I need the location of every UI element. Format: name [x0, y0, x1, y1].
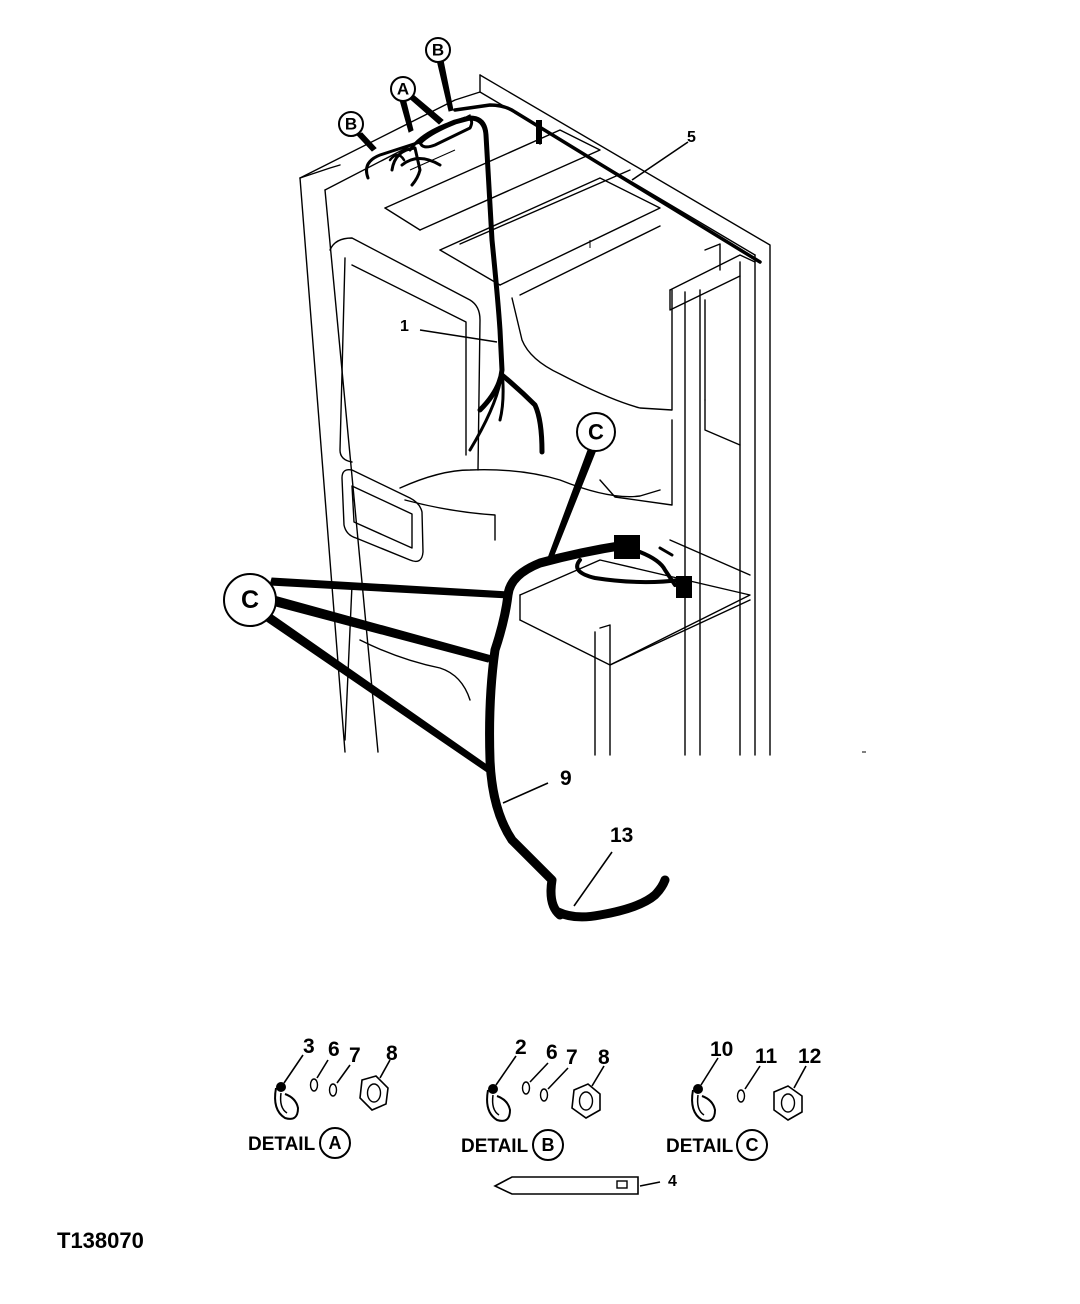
svg-text:C: C [588, 420, 604, 445]
detail-a-label: DETAIL [248, 1134, 316, 1155]
bubble-c-upper: C [576, 412, 616, 452]
bubble-c-lower: C [223, 573, 277, 627]
nut [359, 1075, 389, 1111]
detail-c-part-10: 10 [710, 1038, 733, 1061]
leader-5 [631, 141, 689, 181]
connector [676, 576, 692, 598]
detail-c-clamp [691, 1084, 717, 1122]
callout-9: 9 [560, 767, 572, 790]
detail-b-clamp [486, 1084, 512, 1122]
leader-lines [261, 59, 689, 1187]
detail-b-part-2: 2 [515, 1036, 527, 1059]
detail-b-letter: B [542, 1135, 555, 1155]
detail-b-label: DETAIL [461, 1136, 529, 1157]
bubble-b-top: B [425, 37, 451, 63]
detail-a: 3 6 7 8 DETAIL A [248, 1035, 398, 1159]
harness-9 [485, 535, 692, 920]
washer [736, 1089, 746, 1103]
svg-text:C: C [241, 586, 259, 614]
detail-a-letter: A [329, 1133, 342, 1153]
detail-b: 2 6 7 8 DETAIL B [461, 1036, 610, 1161]
callout-4: 4 [668, 1173, 677, 1190]
washer [309, 1078, 319, 1092]
connector [614, 535, 640, 559]
detail-c-letter: C [746, 1135, 759, 1155]
detail-a-part-6: 6 [328, 1038, 340, 1061]
roof-clip [536, 120, 542, 144]
harness-13 [553, 875, 670, 922]
detail-a-part-3: 3 [303, 1035, 315, 1058]
detail-c-part-12: 12 [798, 1045, 821, 1068]
detail-c: 10 11 12 DETAIL C [666, 1038, 821, 1161]
callout-13: 13 [610, 824, 633, 847]
lock-washer [328, 1083, 338, 1097]
detail-a-part-8: 8 [386, 1042, 398, 1065]
cab-frame [299, 74, 866, 756]
callout-5: 5 [687, 129, 696, 146]
callout-1: 1 [400, 318, 409, 335]
svg-text:A: A [397, 80, 409, 99]
harness-5 [453, 103, 762, 264]
detail-c-part-11: 11 [755, 1045, 778, 1068]
detail-b-part-6: 6 [546, 1041, 558, 1064]
leader-9 [502, 782, 549, 804]
leader-1 [419, 329, 498, 343]
detail-a-clamp [274, 1082, 300, 1120]
detail-b-part-7: 7 [566, 1046, 578, 1069]
lock-washer [539, 1088, 549, 1102]
detail-c-label: DETAIL [666, 1136, 734, 1157]
leader-13 [573, 851, 613, 907]
harness-1 [365, 115, 545, 455]
callout-numbers: 1 5 9 13 4 [400, 129, 696, 1190]
washer [521, 1081, 531, 1095]
bubble-a: A [390, 76, 416, 102]
figure-id: T138070 [57, 1228, 144, 1253]
detail-a-part-7: 7 [349, 1044, 361, 1067]
nut [773, 1085, 803, 1121]
bubble-b-left: B [338, 111, 364, 137]
nut [571, 1083, 601, 1119]
leader-4 [639, 1181, 661, 1187]
detail-b-part-8: 8 [598, 1046, 610, 1069]
cable-tie [493, 1176, 639, 1195]
svg-text:B: B [345, 115, 357, 134]
svg-text:B: B [432, 41, 444, 60]
